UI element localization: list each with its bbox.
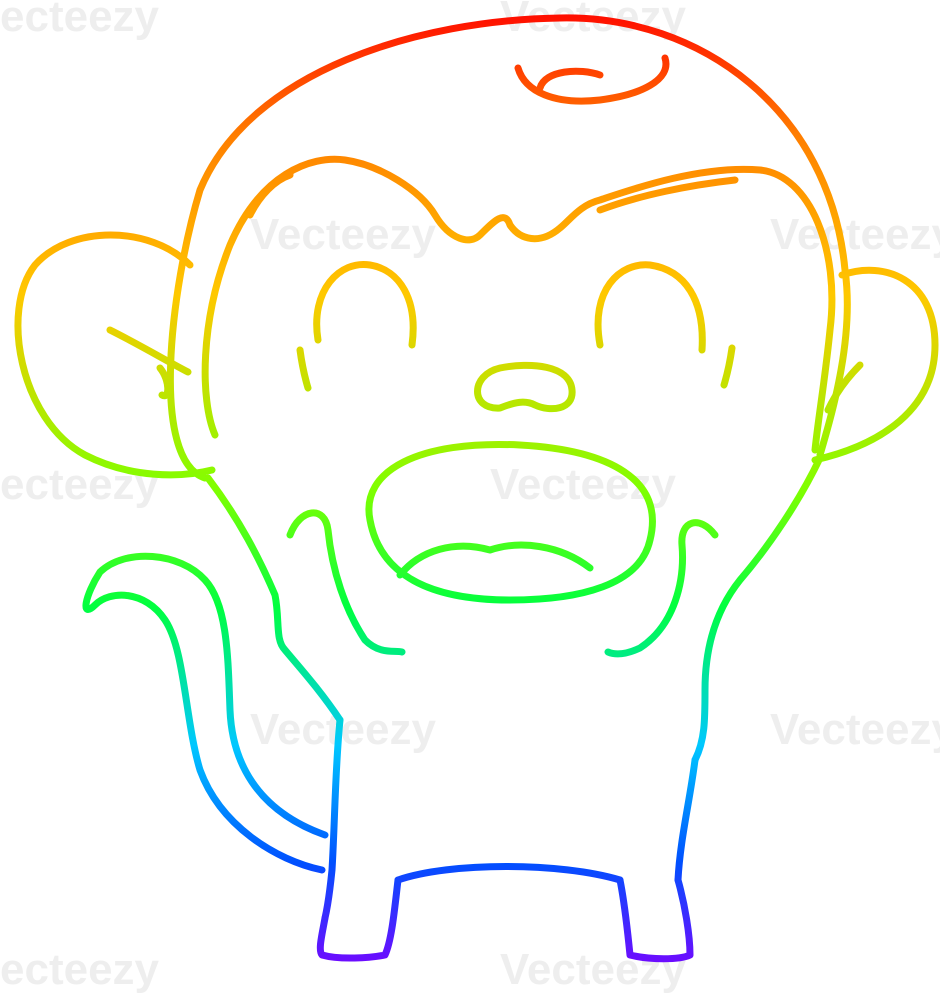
hair-curl: [536, 67, 604, 92]
hair-tuft: [514, 54, 670, 105]
body-left-side: [321, 716, 344, 922]
left-arm: [204, 474, 344, 724]
cheek-line: [720, 344, 736, 389]
right-leg: [616, 876, 694, 963]
left-ear: [14, 231, 216, 479]
crotch-line: [394, 863, 624, 884]
left-leg: [316, 876, 402, 962]
tongue: [396, 541, 594, 579]
right-ear: [811, 266, 939, 464]
right-eye: [594, 261, 706, 354]
tail: [82, 552, 329, 874]
head-outline: [166, 14, 851, 482]
nose: [474, 361, 576, 413]
left-eye: [313, 260, 417, 349]
body-right-side: [674, 756, 699, 884]
left-hand: [286, 509, 406, 656]
face-outline: [201, 155, 836, 454]
mouth-open: [365, 440, 656, 604]
right-arm: [691, 454, 824, 764]
brow-line: [246, 171, 294, 219]
brow-line: [596, 176, 739, 214]
right-ear-inner: [824, 361, 864, 414]
cheek-line: [296, 346, 312, 392]
left-ear-inner: [106, 326, 192, 400]
right-hand: [604, 519, 719, 658]
